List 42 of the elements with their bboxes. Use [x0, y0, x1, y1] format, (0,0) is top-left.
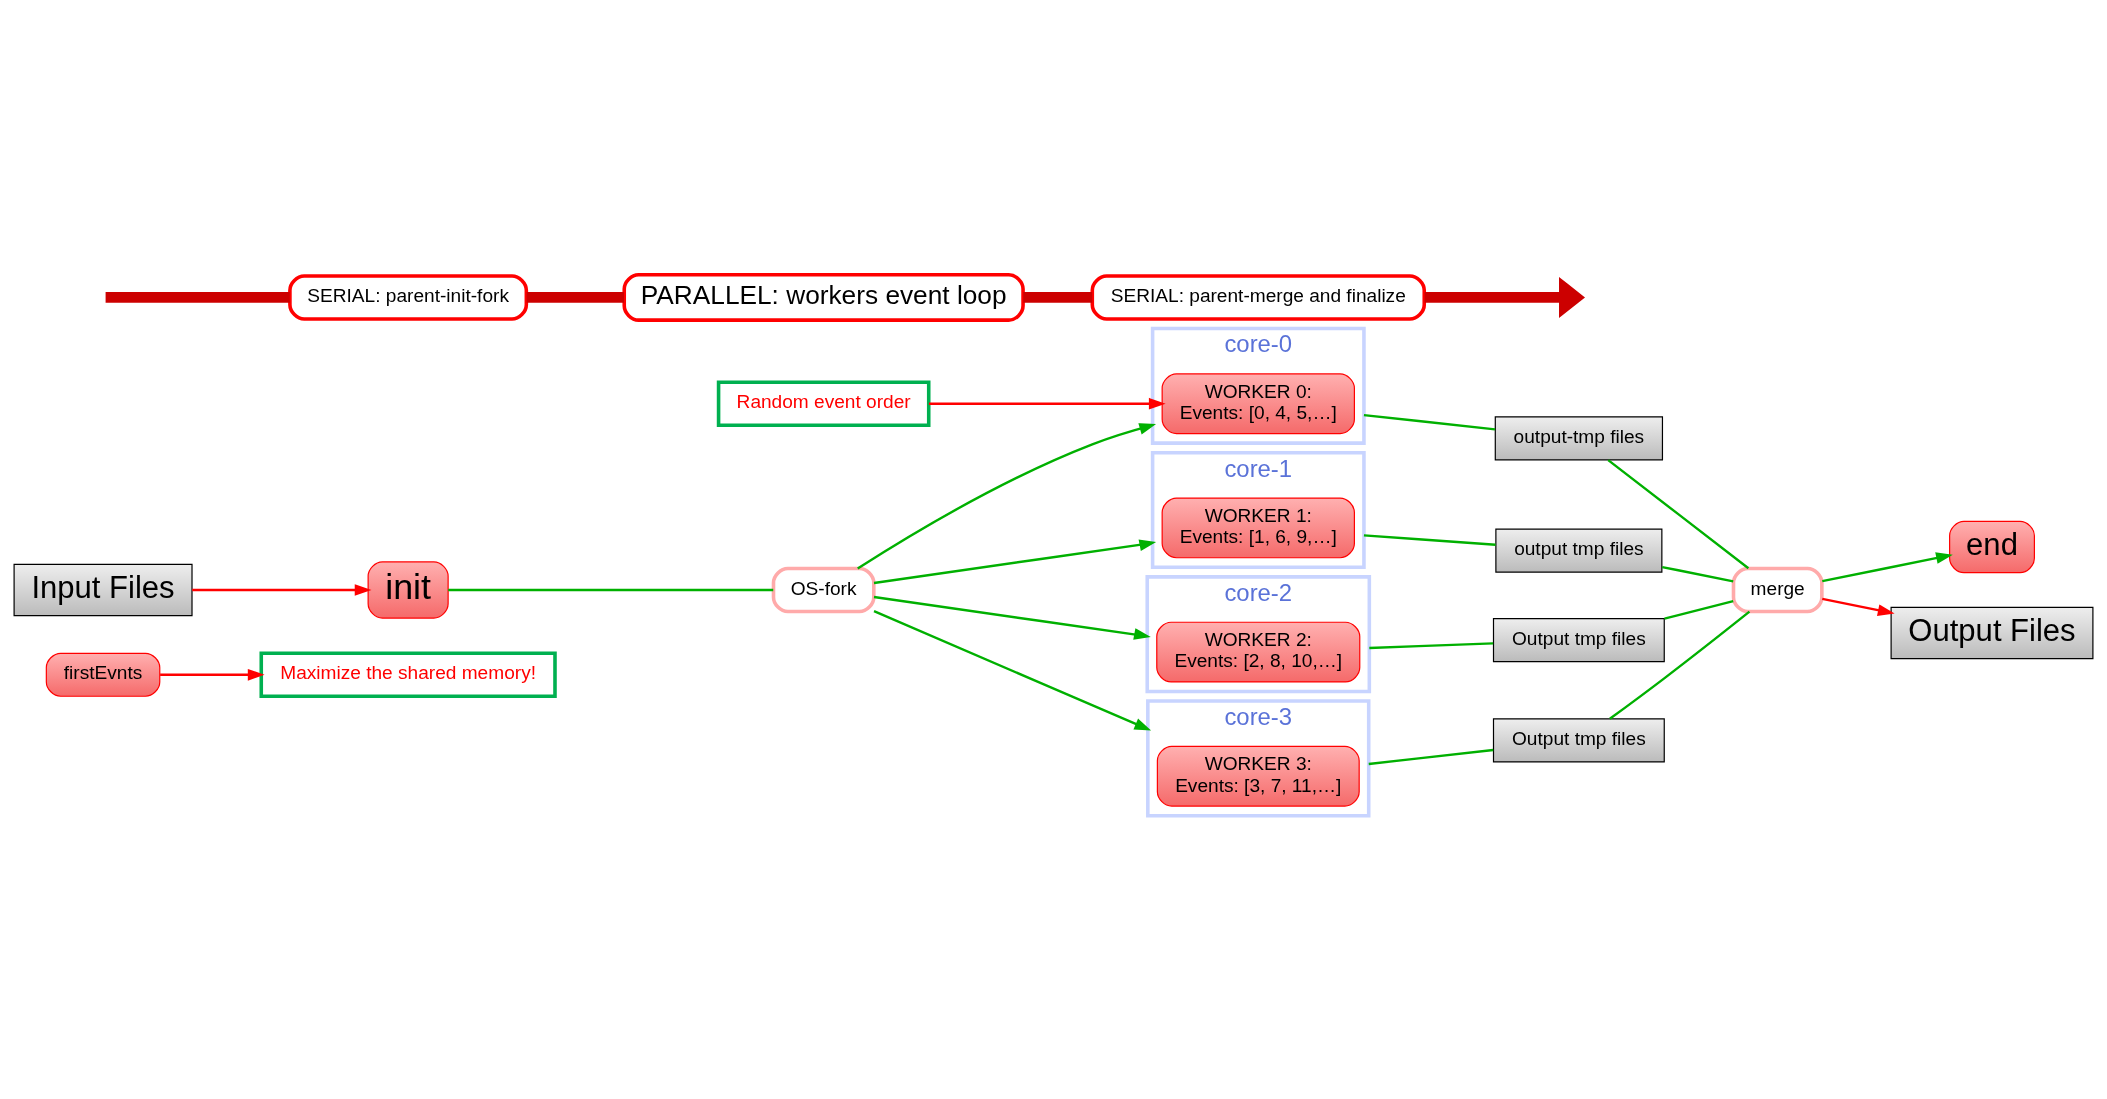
- arrow: [873, 595, 1151, 640]
- arrow: [857, 422, 1157, 569]
- connector: [1607, 458, 1750, 569]
- node-box: Maximize the shared memory!: [259, 651, 557, 698]
- node-box: WORKER 0: Events: [0, 4, 5,…]: [1161, 372, 1355, 434]
- connector: [1664, 599, 1734, 620]
- node-box: Input Files: [13, 563, 193, 616]
- connector: [1369, 641, 1494, 649]
- node-box: Output tmp files: [1492, 717, 1665, 763]
- node-box: merge: [1731, 566, 1824, 613]
- arrow: [928, 397, 1166, 410]
- node-box: end: [1949, 520, 2035, 573]
- node-box: Random event order: [716, 379, 931, 427]
- node-box: SERIAL: parent-init-fork: [288, 273, 529, 321]
- node-box: Output Files: [1890, 606, 2094, 659]
- connector: [1609, 610, 1751, 720]
- arrow: [160, 668, 265, 681]
- node-box: init: [367, 560, 449, 619]
- connector: [1662, 565, 1734, 582]
- node-box: output-tmp files: [1494, 415, 1664, 460]
- connector: [1363, 413, 1496, 431]
- connector: [1368, 748, 1494, 765]
- node-box: OS-fork: [771, 566, 876, 613]
- connector: [1363, 533, 1496, 546]
- node-box: output tmp files: [1495, 528, 1663, 573]
- arrow: [1424, 276, 1585, 318]
- connector: [448, 588, 774, 591]
- node-box: WORKER 1: Events: [1, 6, 9,…]: [1161, 496, 1355, 558]
- arrow: [1822, 551, 1953, 582]
- arrow: [873, 539, 1157, 584]
- arrow: [1822, 597, 1895, 616]
- connector: [105, 291, 290, 303]
- node-box: Output tmp files: [1492, 617, 1665, 662]
- node-box: PARALLEL: workers event loop: [622, 272, 1025, 322]
- arrow: [873, 609, 1152, 731]
- arrow: [192, 583, 372, 596]
- node-box: WORKER 2: Events: [2, 8, 10,…]: [1156, 621, 1361, 683]
- connector: [526, 291, 624, 303]
- connector: [1023, 291, 1093, 303]
- node-box: WORKER 3: Events: [3, 7, 11,…]: [1156, 745, 1360, 807]
- node-box: firstEvnts: [45, 652, 161, 697]
- node-box: SERIAL: parent-merge and finalize: [1090, 273, 1427, 321]
